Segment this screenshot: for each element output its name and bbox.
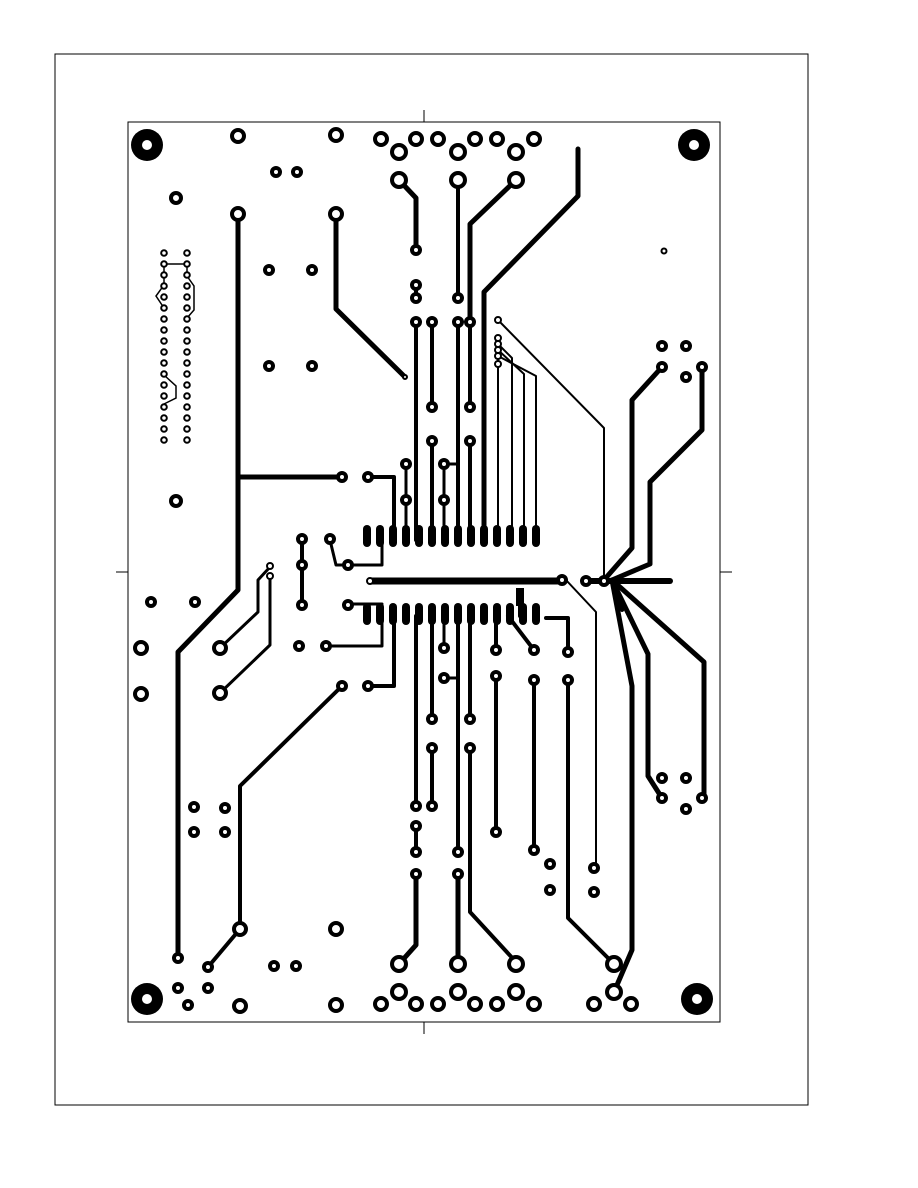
sheet-frame [54,53,809,1106]
through-hole-pads-large [133,127,639,1014]
mounting-holes [131,129,713,1015]
through-hole-pads-small [145,166,708,1011]
copper-traces [175,146,707,995]
registration-marks [116,110,732,1034]
vias [266,247,668,585]
ic-pads [363,525,540,625]
header-connector [155,249,195,444]
